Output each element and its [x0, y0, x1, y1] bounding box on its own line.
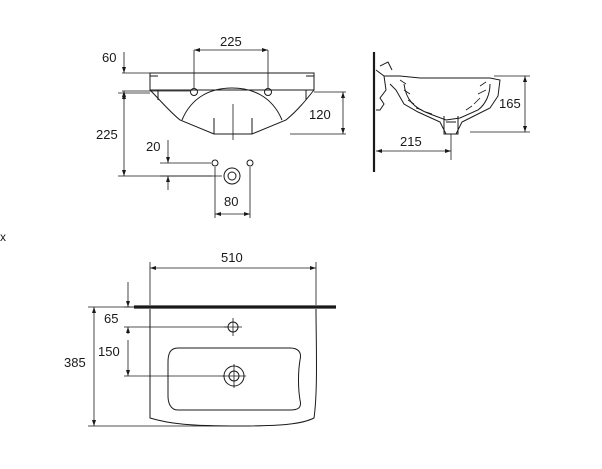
side-basin-inner	[403, 83, 491, 121]
side-basin-outer	[384, 75, 501, 135]
margin-mark: x	[0, 230, 6, 244]
dim-bowl-depth: 120	[309, 107, 331, 122]
front-drain-outlet	[211, 159, 254, 185]
dim-wall-to-drain: 150	[98, 344, 120, 359]
dim-side-height: 165	[499, 96, 521, 111]
front-basin-body	[149, 89, 315, 135]
dim-top-width: 510	[221, 250, 243, 265]
drain-hole-right	[246, 159, 254, 167]
dim-mount-height: 225	[96, 127, 118, 142]
dim-total-depth: 385	[64, 355, 86, 370]
dim-wall-to-taphole: 65	[104, 311, 118, 326]
front-basin-rim	[149, 72, 315, 91]
side-view: 165 215	[372, 52, 530, 172]
top-basin-outline	[149, 308, 317, 427]
drain-outlet-outer	[223, 167, 241, 185]
drain-outlet-inner	[227, 171, 237, 181]
front-bowl-arch	[181, 87, 283, 121]
dim-side-depth: 215	[400, 134, 422, 149]
drain-hole-left	[211, 159, 219, 167]
dim-tap-spacing: 225	[220, 34, 242, 49]
front-tap-hole-left	[190, 88, 198, 96]
front-tap-hole-right	[264, 88, 272, 96]
front-flanges	[150, 75, 314, 100]
dim-rim-to-holes: 60	[102, 50, 116, 65]
dim-drain-offset: 20	[146, 139, 160, 154]
dim-drain-spacing: 80	[224, 194, 238, 209]
top-bowl	[167, 347, 301, 411]
top-view: 510 65 150 385	[64, 250, 336, 427]
front-view: 225 60 120 225 20	[96, 34, 346, 218]
